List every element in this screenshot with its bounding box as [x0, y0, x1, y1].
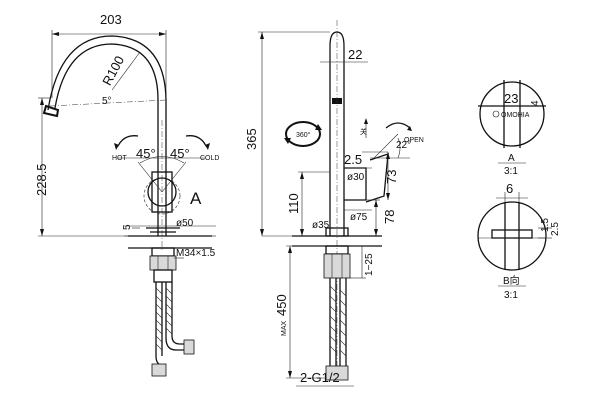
dim-1-25: 1~25 [364, 253, 375, 276]
label-close: 关 [360, 127, 367, 136]
dim-78: 78 [382, 210, 397, 224]
detail-b: 6 1.5 2.5 B向 3:1 [477, 181, 561, 301]
hose-braid-left [155, 287, 173, 351]
dim-22deg: 22° [396, 140, 411, 151]
det-a-23: 23 [504, 91, 518, 106]
dim-dia50: ø50 [176, 218, 194, 229]
dim-2-5: 2.5 [344, 152, 362, 167]
dim-360: 360° [296, 131, 311, 139]
detail-a: 23 4 OMOHIA A 3:1 [478, 80, 546, 177]
dim-365: 365 [244, 128, 259, 150]
dim-r100: R100 [99, 53, 127, 87]
label-open: OPEN [404, 137, 424, 144]
dim-73: 73 [384, 170, 399, 184]
det-a-label: A [508, 153, 515, 164]
side-view: 22 365 360° 22° OPEN 关 2.5 ø30 73 [244, 20, 424, 387]
dim-cold-45: 45° [170, 146, 190, 161]
dim-203: 203 [100, 12, 122, 27]
dim-5: 5 [122, 224, 133, 230]
dim-hot-45: 45° [136, 146, 156, 161]
det-b-scale: 3:1 [504, 290, 518, 301]
label-max: MAX [281, 321, 288, 337]
label-cold: COLD [200, 155, 219, 162]
det-a-4: 4 [530, 100, 541, 106]
hose-braid-mid [329, 285, 347, 357]
label-hot: HOT [112, 155, 128, 162]
dim-dia30: ø30 [347, 172, 365, 183]
dim-5deg: 5° [102, 96, 112, 107]
det-a-brand: OMOHIA [501, 112, 530, 119]
det-b-6: 6 [506, 181, 513, 196]
dim-dia35: ø35 [312, 220, 330, 231]
dim-thread: M34×1.5 [176, 248, 216, 259]
dim-conn: 2-G1/2 [300, 370, 340, 385]
det-b-1-5: 1.5 [540, 218, 551, 232]
det-b-2-5: 2.5 [550, 222, 561, 236]
dim-450: 450 [274, 294, 289, 316]
dim-dia75: ø75 [350, 212, 368, 223]
det-a-scale: 3:1 [504, 166, 518, 177]
det-b-label: B向 [503, 274, 520, 287]
dim-228-5: 228.5 [34, 163, 49, 196]
dim-110: 110 [286, 193, 301, 214]
front-view: 203 5° R100 HOT COLD 45° 45° A [34, 12, 219, 377]
marker-a: A [190, 189, 202, 208]
dim-22: 22 [348, 47, 362, 62]
